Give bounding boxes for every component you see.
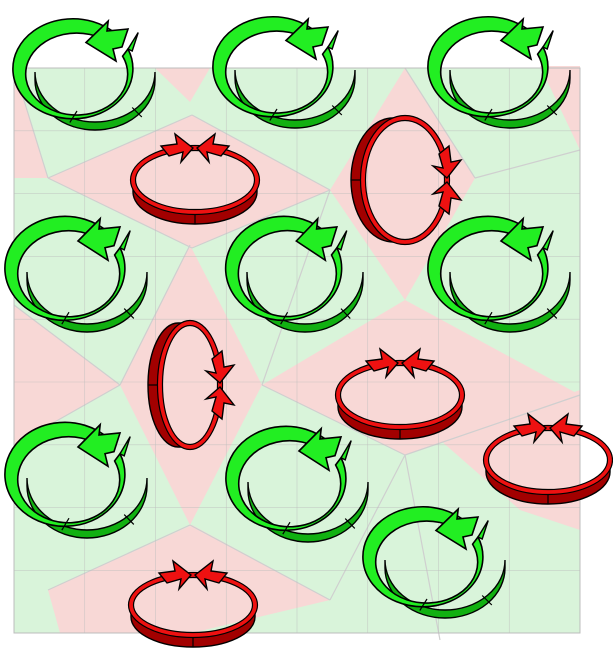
circulation-tiling-diagram: [0, 0, 613, 654]
diagram-canvas: [0, 0, 613, 654]
